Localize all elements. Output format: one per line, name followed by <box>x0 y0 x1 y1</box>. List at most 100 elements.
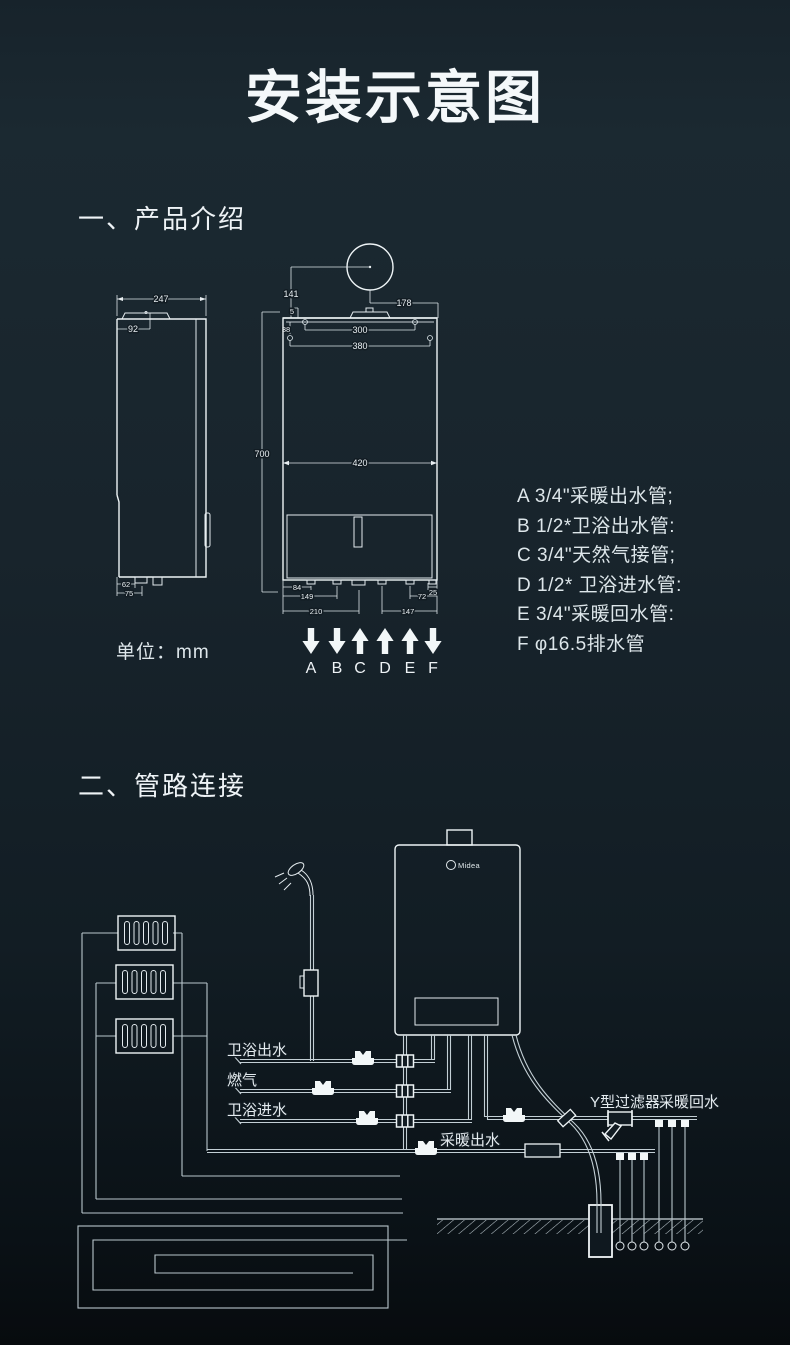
coil-outer <box>77 1225 389 1309</box>
manifold-drops <box>615 1120 690 1251</box>
shower-icon <box>274 862 319 1061</box>
port-stub-e <box>405 579 415 585</box>
bottom-tab-2 <box>152 576 163 586</box>
port-stub-d <box>377 579 387 585</box>
label-bath-in: 卫浴进水 <box>227 1102 287 1119</box>
pipe-crossover-icon <box>556 1108 577 1128</box>
body-outline <box>116 318 207 578</box>
dim-72: 72 <box>418 592 426 601</box>
port-letter-f: F <box>428 660 438 677</box>
heat-out-drops <box>615 1153 649 1251</box>
pipe-labels: 卫浴出水 燃气 卫浴进水 采暖出水 Y型过滤器 采暖回水 <box>226 1041 721 1151</box>
shower-mixer <box>303 969 319 997</box>
label-y-filter: Y型过滤器 <box>590 1094 660 1111</box>
piping-diagram: Midea <box>77 829 721 1309</box>
unit-note: 单位：mm <box>116 642 210 663</box>
shower-neck <box>297 869 314 897</box>
dim-178: 178 <box>396 298 411 308</box>
valve-icon <box>356 1111 378 1125</box>
legend-line-a: A 3/4"采暖出水管; <box>517 486 674 507</box>
label-heat-return: 采暖回水 <box>659 1094 719 1111</box>
front-view-drawing: 141 178 5 38 300 380 700 420 <box>253 243 442 677</box>
dim-247: 247 <box>153 294 168 304</box>
wall-bracket <box>204 512 211 548</box>
dim-62: 62 <box>122 580 130 589</box>
dim-line-92 <box>117 313 151 330</box>
shower-head <box>287 862 305 876</box>
dim-line-700 <box>261 311 280 593</box>
side-view-drawing: 247 92 62 75 <box>116 293 211 600</box>
floor-heating-coil <box>77 1225 407 1309</box>
flue-collar <box>349 311 391 319</box>
heat-return-drops <box>654 1120 690 1251</box>
dim-141: 141 <box>283 289 298 299</box>
dim-84: 84 <box>293 583 301 592</box>
mixer-tab <box>299 975 305 989</box>
legend-line-d: D 1/2* 卫浴进水管: <box>517 574 682 596</box>
pipe-gas-riser <box>446 1035 452 1090</box>
pipe-bath-in-riser <box>467 1035 473 1120</box>
dim-line-178 <box>369 290 439 318</box>
valves-fittings <box>312 1051 633 1158</box>
legend-line-c: C 3/4"天然气接管; <box>517 545 676 566</box>
inline-meter <box>524 1143 561 1158</box>
legend-line-b: B 1/2*卫浴出水管: <box>517 515 676 537</box>
pipe-bath-out-riser <box>430 1035 436 1060</box>
radiator-circuit <box>81 915 403 1214</box>
label-bath-out: 卫浴出水 <box>227 1042 287 1059</box>
port-letter-b: B <box>332 660 343 677</box>
port-stub-a <box>306 579 316 585</box>
dim-25: 25 <box>429 588 437 597</box>
arrow-up-c-icon <box>351 628 369 654</box>
panel-slot <box>353 516 363 548</box>
dim-300: 300 <box>352 325 367 335</box>
brand-logo-icon <box>446 860 456 870</box>
dim-380: 380 <box>352 341 367 351</box>
port-letter-e: E <box>405 660 416 677</box>
side-view: 247 92 62 75 <box>116 293 211 600</box>
mount-hole-right-lower <box>427 335 433 341</box>
arrow-down-a-icon <box>302 628 320 654</box>
port-stub-c <box>351 579 366 586</box>
valve-icon <box>415 1141 437 1155</box>
legend-line-e: E 3/4"采暖回水管: <box>517 604 675 625</box>
legend-line-f: F φ16.5排水管 <box>517 633 646 655</box>
dim-147: 147 <box>402 607 415 616</box>
dim-75: 75 <box>125 589 133 598</box>
section2-heading: 二、管路连接 <box>78 771 247 801</box>
union-fitting-icon <box>395 1054 415 1068</box>
radiator-icon <box>117 915 176 951</box>
union-fitting-icon <box>395 1084 415 1098</box>
radiator-stubs <box>82 932 207 1037</box>
section1-heading: 一、产品介绍 <box>78 204 247 234</box>
display-panel <box>414 997 499 1026</box>
mount-hole-left-lower <box>287 335 293 341</box>
top-nub <box>144 311 148 314</box>
dim-700: 700 <box>254 449 269 459</box>
boiler-body <box>394 844 521 1036</box>
front-view: 141 178 5 38 300 380 700 420 <box>253 243 442 677</box>
boiler-unit: Midea <box>394 829 521 1036</box>
dim-line-380 <box>289 340 431 347</box>
brand-text: Midea <box>458 861 480 870</box>
valve-icon <box>352 1051 374 1065</box>
page-title: 安装示意图 <box>245 66 545 130</box>
return-runs <box>82 1175 403 1214</box>
union-fitting-icon <box>395 1114 415 1128</box>
flue-stub <box>446 829 473 846</box>
valve-icon <box>503 1108 525 1122</box>
bottom-tab-1 <box>134 576 148 584</box>
radiator-icon <box>115 1018 174 1054</box>
label-gas: 燃气 <box>227 1071 257 1089</box>
riser-pipes <box>81 933 208 1213</box>
drain-pipe <box>515 1034 602 1233</box>
arrow-down-f-icon <box>424 628 442 654</box>
dim-line-75 <box>117 586 143 596</box>
port-legend: A 3/4"采暖出水管; B 1/2*卫浴出水管: C 3/4"天然气接管; D… <box>517 482 682 659</box>
dim-38: 38 <box>282 325 290 334</box>
y-filter-icon <box>601 1110 633 1142</box>
port-letter-c: C <box>354 660 366 677</box>
dim-149: 149 <box>301 592 314 601</box>
bottom-panel <box>286 514 433 579</box>
